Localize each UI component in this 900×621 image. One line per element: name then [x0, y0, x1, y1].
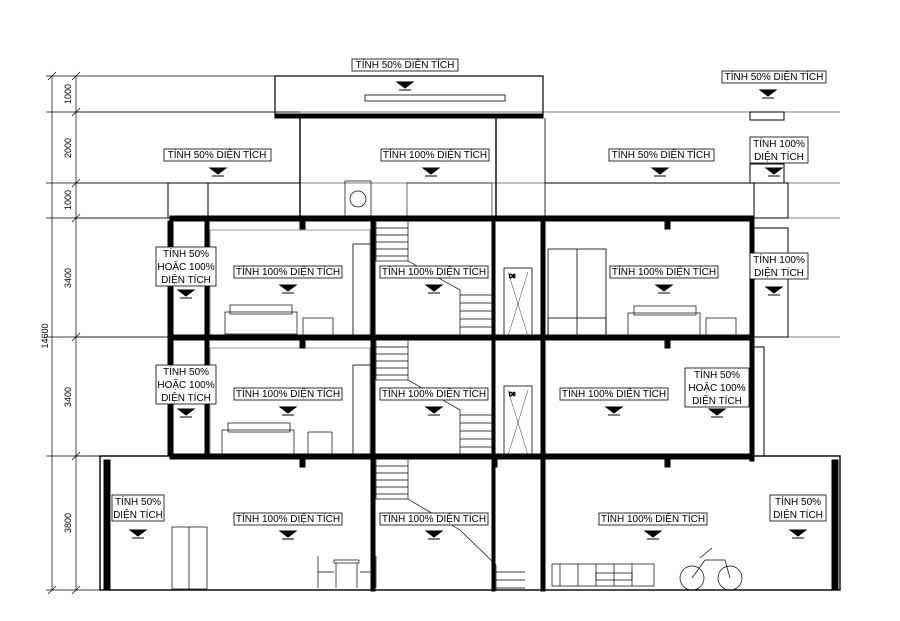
label-f1-right-line1: TÍNH 50% [694, 368, 740, 381]
label-g-room2: TÍNH 100% DIỆN TÍCH [598, 512, 708, 540]
label-terrace-corner-line1: TÍNH 100% [753, 137, 805, 150]
level-marker-icon [650, 167, 670, 177]
label-f1-room2: TÍNH 100% DIỆN TÍCH [559, 387, 669, 416]
label-g-right-line2: DIỆN TÍCH [773, 508, 823, 521]
level-marker-icon [395, 81, 415, 91]
label-g-stair-text: TÍNH 100% DIỆN TÍCH [382, 512, 486, 525]
label-terrace-right-text: TÍNH 50% DIỆN TÍCH [612, 148, 711, 161]
label-roof-right: TÍNH 50% DIỆN TÍCH [721, 70, 827, 99]
dim-level-5: 3400 [63, 387, 73, 407]
label-f1-left-line1: TÍNH 50% [163, 365, 209, 378]
dim-level-2: 2000 [63, 138, 73, 158]
level-marker-icon [278, 530, 298, 540]
label-f2-room1-text: TÍNH 100% DIỆN TÍCH [236, 265, 340, 278]
building-structure [99, 75, 841, 592]
level-marker-icon [424, 284, 444, 294]
label-roof-top: TÍNH 50% DIỆN TÍCH [351, 58, 459, 91]
label-g-left-line2: DIỆN TÍCH [113, 508, 163, 521]
label-roof-right-text: TÍNH 50% DIỆN TÍCH [725, 70, 824, 83]
level-marker-icon [758, 89, 778, 99]
label-g-stair: TÍNH 100% DIỆN TÍCH [379, 512, 489, 540]
label-f1-right: TÍNH 50% HOẶC 100% DIỆN TÍCH [684, 367, 750, 418]
level-marker-icon [208, 167, 228, 177]
label-f1-room1-text: TÍNH 100% DIỆN TÍCH [236, 387, 340, 400]
label-g-right-line1: TÍNH 50% [775, 495, 821, 508]
furniture [171, 180, 743, 591]
label-f1-left-line2: HOẶC 100% [157, 378, 214, 391]
label-f2-left-line2: HOẶC 100% [157, 260, 214, 273]
level-marker-icon [424, 406, 444, 416]
level-marker-icon [424, 530, 444, 540]
dim-level-3: 1000 [63, 190, 73, 210]
label-f1-room2-text: TÍNH 100% DIỆN TÍCH [562, 387, 666, 400]
label-roof-top-text: TÍNH 50% DIỆN TÍCH [356, 58, 455, 71]
label-f1-left: TÍNH 50% HOẶC 100% DIỆN TÍCH [155, 364, 217, 418]
label-terrace-left-text: TÍNH 50% DIỆN TÍCH [168, 148, 267, 161]
label-f1-right-line3: DIỆN TÍCH [692, 394, 742, 407]
label-f2-room2: TÍNH 100% DIỆN TÍCH [609, 265, 719, 294]
label-terrace-corner-line2: DIỆN TÍCH [754, 150, 804, 163]
dim-level-1: 1000 [63, 84, 73, 104]
doors: D6 D6 [503, 248, 607, 456]
label-f1-stair: TÍNH 100% DIỆN TÍCH [379, 387, 489, 416]
level-marker-icon [176, 408, 196, 418]
staircase [375, 220, 525, 590]
label-terrace-right: TÍNH 50% DIỆN TÍCH [608, 148, 715, 177]
label-f2-right-line2: DIỆN TÍCH [754, 266, 804, 279]
level-marker-icon [707, 408, 727, 418]
level-marker-icon [278, 406, 298, 416]
label-g-left: TÍNH 50% DIỆN TÍCH [111, 494, 165, 539]
dim-level-6: 3800 [63, 513, 73, 533]
label-terrace-mid: TÍNH 100% DIỆN TÍCH [380, 148, 490, 177]
label-f2-stair: TÍNH 100% DIỆN TÍCH [379, 265, 489, 294]
label-g-room1: TÍNH 100% DIỆN TÍCH [233, 512, 343, 540]
dim-total: 14600 [40, 323, 50, 348]
door-tag-upper: D6 [509, 274, 516, 280]
label-f1-stair-text: TÍNH 100% DIỆN TÍCH [382, 387, 486, 400]
level-marker-icon [788, 529, 808, 539]
level-marker-icon [764, 286, 784, 296]
door-tag-lower: D6 [509, 392, 516, 398]
label-f1-right-line2: HOẶC 100% [688, 381, 745, 394]
label-terrace-left: TÍNH 50% DIỆN TÍCH [163, 148, 272, 177]
label-g-room2-text: TÍNH 100% DIỆN TÍCH [601, 512, 705, 525]
label-g-left-line1: TÍNH 50% [115, 495, 161, 508]
label-g-right: TÍNH 50% DIỆN TÍCH [769, 494, 827, 539]
label-f2-right-line1: TÍNH 100% [753, 253, 805, 266]
label-f2-stair-text: TÍNH 100% DIỆN TÍCH [382, 265, 486, 278]
label-g-room1-text: TÍNH 100% DIỆN TÍCH [236, 512, 340, 525]
label-terrace-mid-text: TÍNH 100% DIỆN TÍCH [383, 148, 487, 161]
label-f2-left-line1: TÍNH 50% [163, 247, 209, 260]
label-f2-room2-text: TÍNH 100% DIỆN TÍCH [612, 265, 716, 278]
label-f1-room1: TÍNH 100% DIỆN TÍCH [233, 387, 343, 416]
dim-level-4: 3400 [63, 268, 73, 288]
level-marker-icon [764, 167, 784, 177]
label-terrace-corner: TÍNH 100% DIỆN TÍCH [749, 136, 809, 177]
level-marker-icon [604, 406, 624, 416]
level-marker-icon [643, 530, 663, 540]
level-marker-icon [278, 284, 298, 294]
level-marker-icon [176, 289, 196, 299]
label-f2-left-line3: DIỆN TÍCH [161, 273, 211, 286]
label-f2-left: TÍNH 50% HOẶC 100% DIỆN TÍCH [155, 246, 217, 299]
level-marker-icon [654, 284, 674, 294]
level-marker-icon [421, 167, 441, 177]
label-f2-room1: TÍNH 100% DIỆN TÍCH [233, 265, 343, 294]
label-f1-left-line3: DIỆN TÍCH [161, 391, 211, 404]
label-f2-right: TÍNH 100% DIỆN TÍCH [749, 252, 809, 296]
level-marker-icon [128, 529, 148, 539]
